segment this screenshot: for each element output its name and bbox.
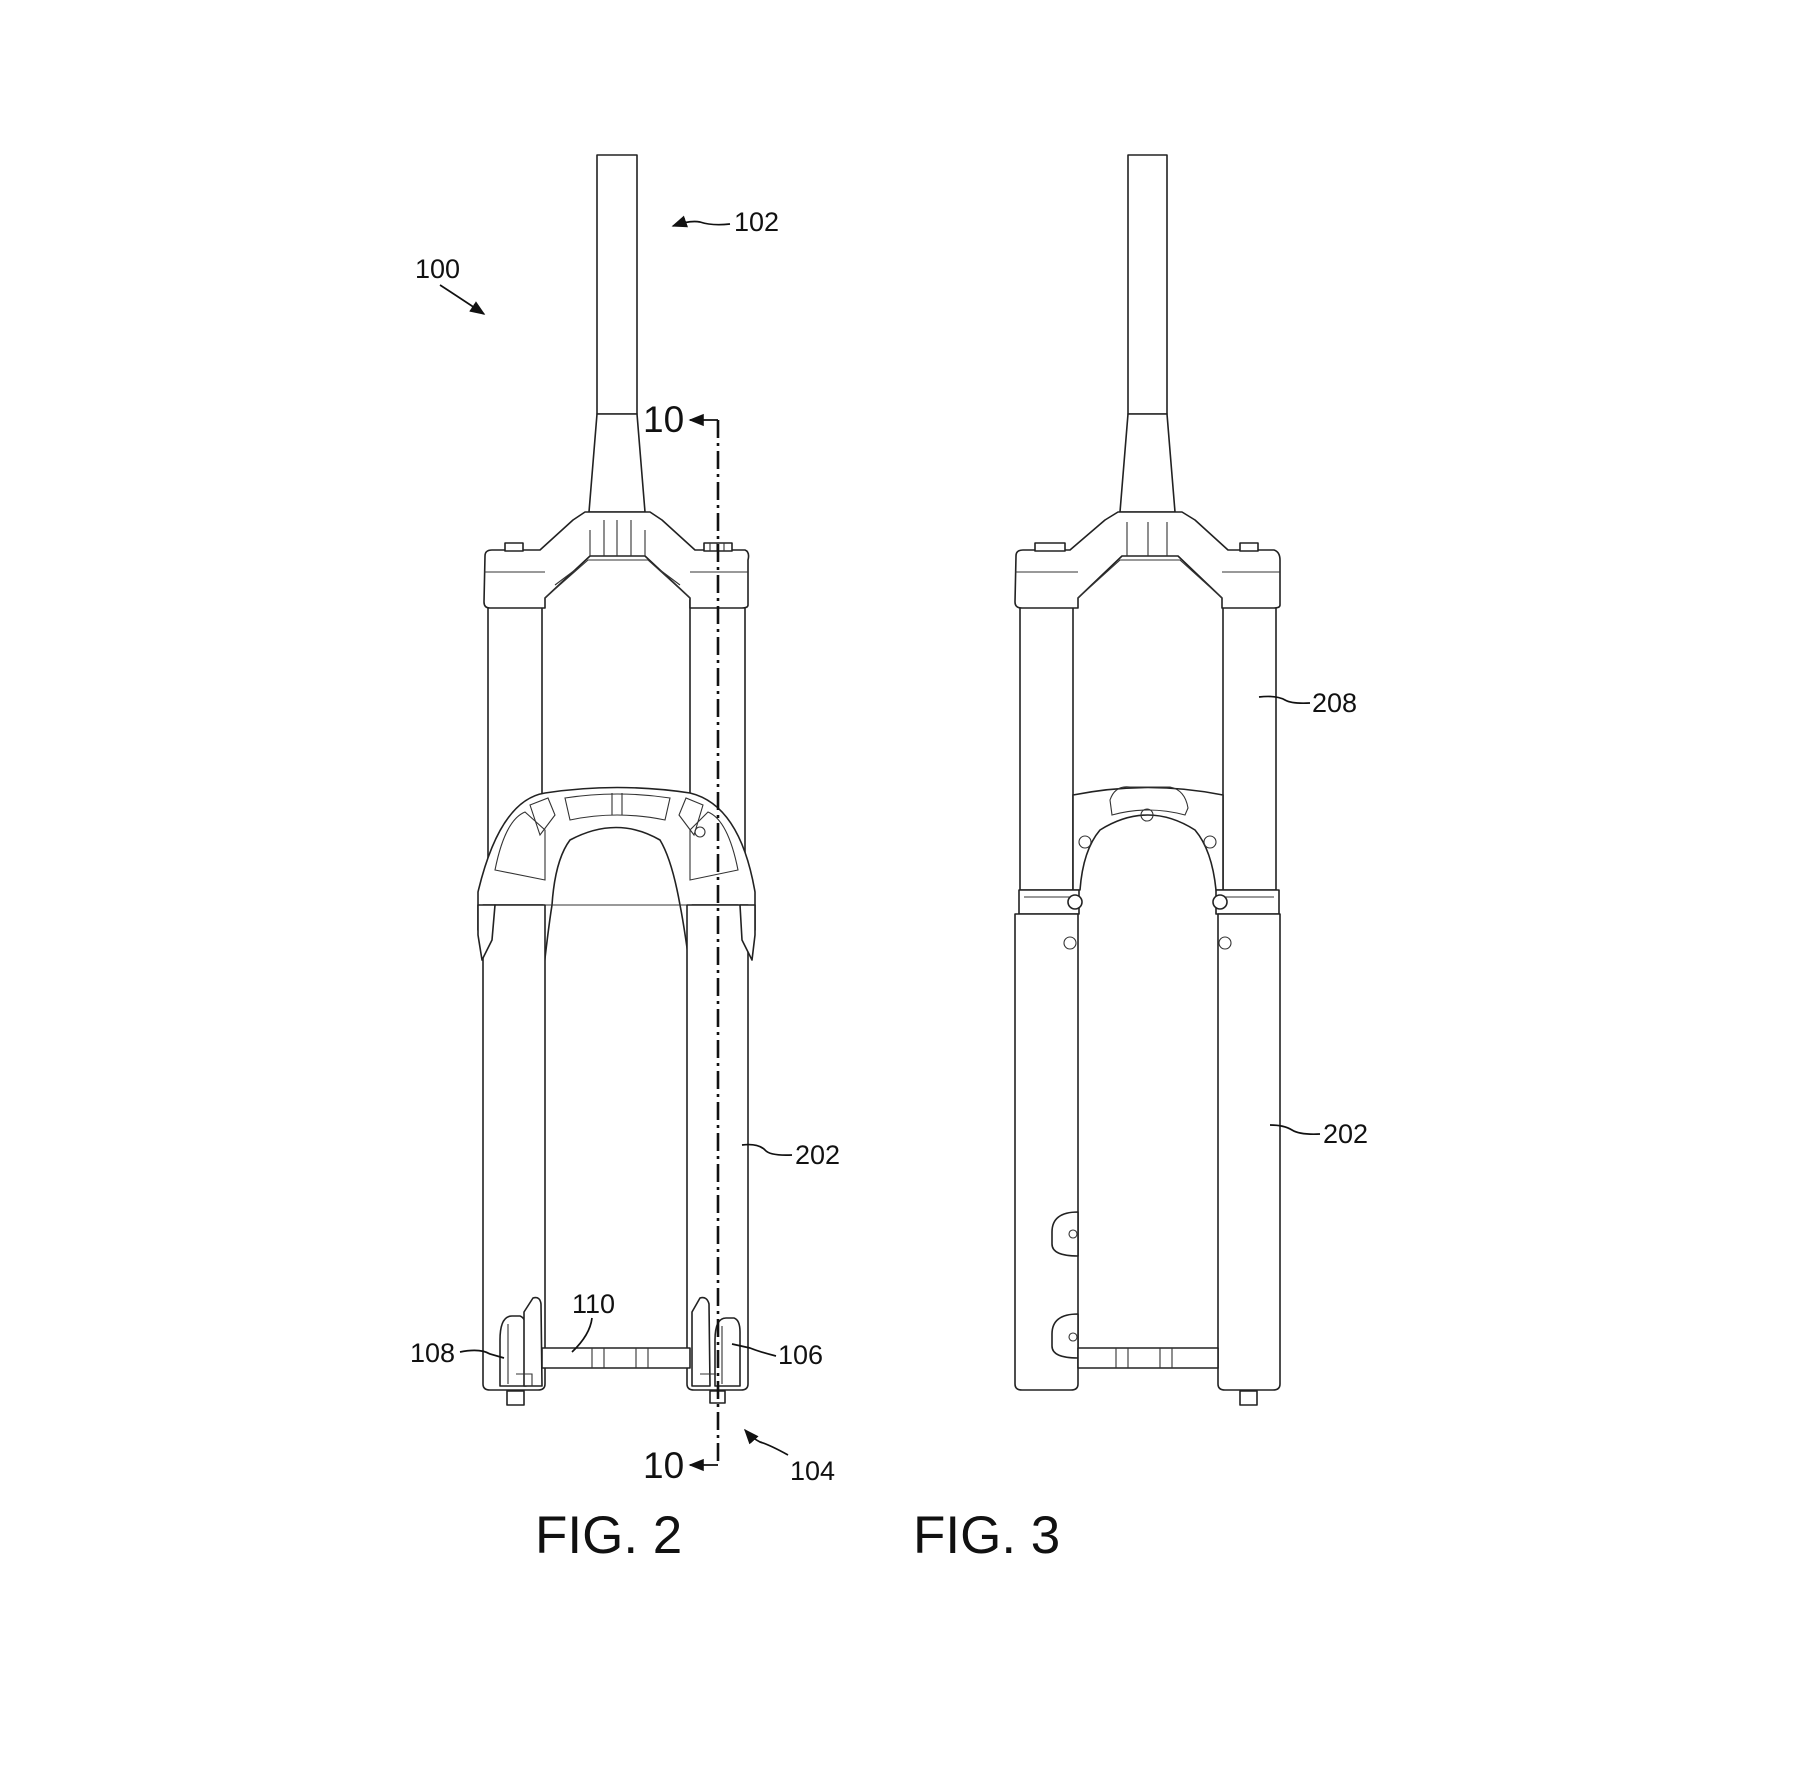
axle-fig3: [1077, 1347, 1258, 1406]
section-label-bottom: 10: [643, 1445, 684, 1486]
fork-crown: [483, 511, 750, 609]
ref-110: 110: [572, 1289, 615, 1319]
axle-110: [541, 1347, 691, 1369]
ref-100: 100: [415, 254, 460, 284]
brake-mounts-fig3: [1051, 1211, 1079, 1359]
section-line-10: 10 10: [643, 399, 720, 1486]
steerer-tube-fig3: [1119, 154, 1176, 513]
ref-208: 208: [1312, 688, 1357, 718]
ref-104: 104: [790, 1456, 835, 1486]
figure-3-caption: FIG. 3: [913, 1506, 1060, 1565]
fig3-callouts: 208 202: [1258, 688, 1368, 1149]
lower-legs-fig3: [1014, 913, 1281, 1391]
ref-102: 102: [734, 207, 779, 237]
ref-202-fig3: 202: [1323, 1119, 1368, 1149]
right-dropout-106: [691, 1296, 741, 1404]
upper-tubes-fig3: [1019, 599, 1277, 891]
fork-arch-fig3: [1072, 786, 1224, 891]
fig2-callouts: 100 102 202 110 108 106 104: [410, 207, 840, 1486]
section-label-top: 10: [643, 399, 684, 440]
seal-collars-fig3: [1018, 889, 1280, 915]
figure-2-caption: FIG. 2: [535, 1506, 682, 1565]
left-dropout-108: [499, 1296, 543, 1406]
figure-2: 10 10 100 102 202 110 108 106 104 FIG. 2: [410, 154, 840, 1565]
ref-108: 108: [410, 1338, 455, 1368]
steerer-tube: [588, 154, 646, 513]
figure-3: 208 202 FIG. 3: [913, 154, 1368, 1565]
fork-crown-fig3: [1014, 511, 1281, 609]
ref-106: 106: [778, 1340, 823, 1370]
ref-202: 202: [795, 1140, 840, 1170]
